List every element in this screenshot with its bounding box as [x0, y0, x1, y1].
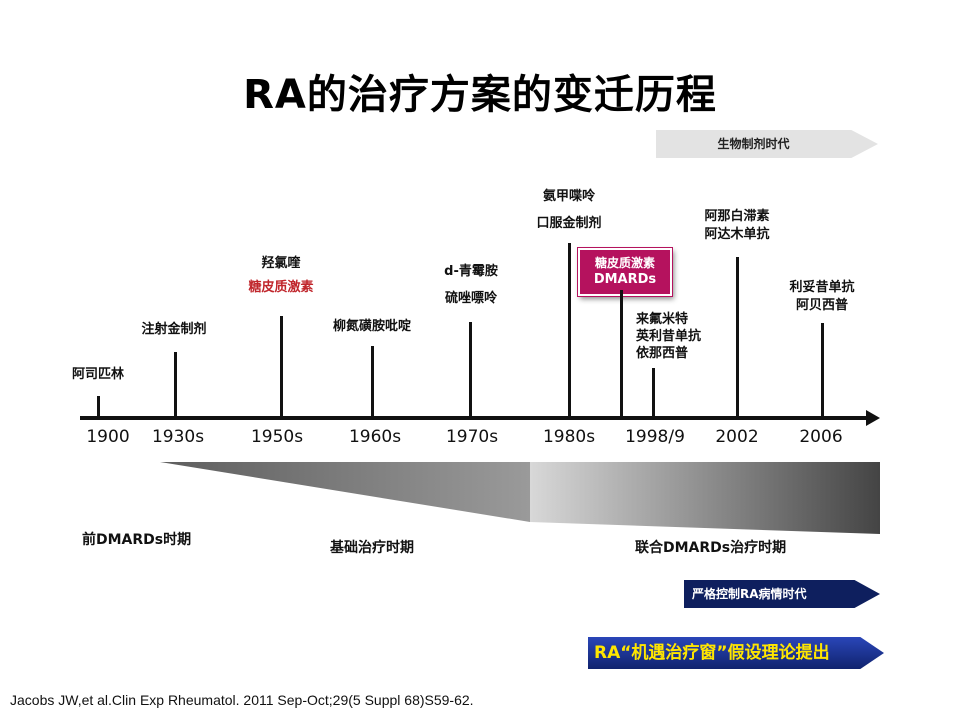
page-title: RA的治疗方案的变迁历程 [243, 72, 717, 118]
biologics-era-label: 生物制剂时代 [717, 137, 790, 151]
citation: Jacobs JW,et al.Clin Exp Rheumatol. 2011… [10, 692, 474, 708]
year-1980s: 1980s [542, 427, 596, 447]
period-basic-therapy: 基础治疗时期 [330, 540, 414, 556]
combination-therapy-wedge [530, 462, 880, 534]
event-leflunomide: 来氟米特 [636, 312, 689, 327]
year-1960s: 1960s [348, 427, 402, 447]
event-anakinra: 阿那白滞素 [704, 209, 770, 224]
event-methotrexate: 氨甲喋呤 [542, 189, 596, 204]
year-2006: 2006 [799, 427, 843, 447]
timeline-axis [80, 416, 870, 420]
biologics-era-arrow: 生物制剂时代 [656, 130, 878, 158]
gc-box-line2: DMARDs [593, 272, 657, 287]
tick-1930s [174, 352, 177, 417]
window-of-opportunity-label: RA“机遇治疗窗”假设理论提出 [594, 643, 830, 663]
tick-1960s [371, 346, 374, 417]
event-glucocorticoid: 糖皮质激素 [248, 280, 314, 295]
strict-control-label: 严格控制RA病情时代 [692, 587, 807, 601]
event-gold-injection: 注射金制剂 [141, 322, 207, 337]
tick-1950s [280, 316, 283, 417]
strict-control-arrow: 严格控制RA病情时代 [684, 580, 880, 608]
gc-box-line1: 糖皮质激素 [594, 256, 655, 270]
event-rituximab: 利妥昔单抗 [789, 280, 855, 295]
tick-2006 [821, 323, 824, 417]
year-1930s: 1930s [151, 427, 205, 447]
year-1998: 1998/9 [625, 427, 685, 447]
period-combination-therapy: 联合DMARDs治疗时期 [635, 540, 787, 556]
event-azathioprine: 硫唑嘌呤 [444, 291, 498, 306]
tick-1900 [97, 396, 100, 417]
event-adalimumab: 阿达木单抗 [704, 227, 770, 242]
window-of-opportunity-arrow: RA“机遇治疗窗”假设理论提出 [588, 637, 884, 669]
event-sulfasalazine: 柳氮磺胺吡啶 [332, 319, 412, 334]
treatment-period-wedges [160, 462, 880, 534]
year-1900: 1900 [86, 427, 130, 447]
event-infliximab: 英利昔单抗 [636, 329, 702, 344]
year-1970s: 1970s [445, 427, 499, 447]
year-1950s: 1950s [250, 427, 304, 447]
event-oral-gold: 口服金制剂 [536, 216, 602, 231]
tick-1998 [652, 368, 655, 417]
event-aspirin: 阿司匹林 [71, 367, 125, 382]
tick-1980s [568, 243, 571, 417]
glucocorticoid-dmards-box: 糖皮质激素 DMARDs [578, 248, 672, 296]
tick-2002 [736, 257, 739, 417]
event-penicillamine: d-青霉胺 [444, 264, 498, 279]
event-abatacept: 阿贝西普 [795, 298, 849, 313]
timeline-arrowhead [866, 410, 880, 426]
basic-therapy-wedge [160, 462, 530, 522]
event-etanercept: 依那西普 [636, 346, 689, 361]
year-2002: 2002 [715, 427, 759, 447]
tick-gc-dmards [620, 290, 623, 417]
event-hydroxychloroquine: 羟氯喹 [261, 256, 301, 271]
tick-1970s [469, 322, 472, 417]
period-pre-dmards: 前DMARDs时期 [82, 532, 192, 548]
